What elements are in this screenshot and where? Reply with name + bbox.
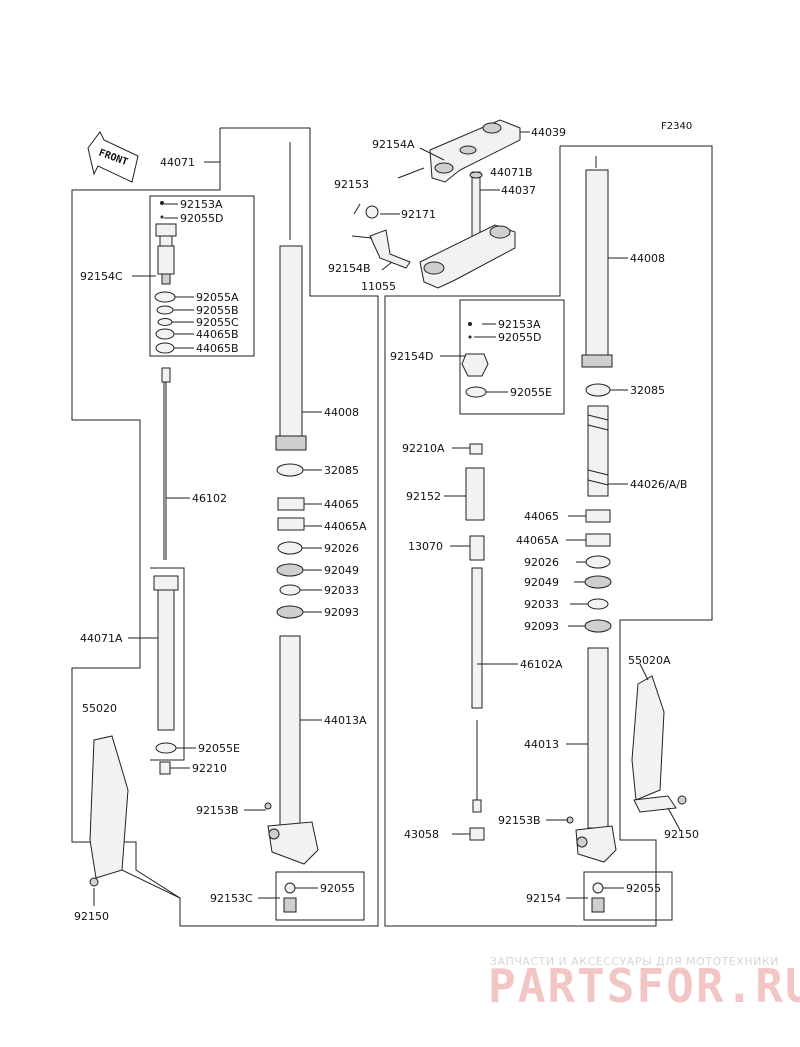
- right-fork-guard: [631, 675, 687, 813]
- label-55020a: 55020A: [628, 654, 671, 667]
- label-92153b-left: 92153B: [196, 804, 239, 817]
- label-92093-right: 92093: [524, 620, 559, 633]
- label-92150-right: 92150: [664, 828, 699, 841]
- center-rod-parts: [465, 443, 485, 841]
- upper-triple-clamp: [429, 119, 521, 183]
- label-92153: 92153: [334, 178, 369, 191]
- label-92210: 92210: [192, 762, 227, 775]
- watermark-tagline: ЗАПЧАСТИ И АКСЕССУАРЫ ДЛЯ МОТОТЕХНИКИ: [490, 955, 779, 968]
- label-92055a: 92055A: [196, 291, 239, 304]
- label-44065-right: 44065: [524, 510, 559, 523]
- left-cartridge: [153, 575, 179, 775]
- label-92093-left: 92093: [324, 606, 359, 619]
- left-fork-guard: [89, 735, 129, 887]
- label-44026-a-b: 44026/A/B: [630, 478, 687, 491]
- right-cap-bolt: [461, 322, 489, 398]
- label-92055d-right: 92055D: [498, 331, 541, 344]
- label-92026-left: 92026: [324, 542, 359, 555]
- part-labels: 44039 92154A 44071B 44037 92153 92171 92…: [74, 126, 699, 923]
- label-92055-left: 92055: [320, 882, 355, 895]
- lower-triple-clamp: [419, 224, 516, 289]
- label-92154a: 92154A: [372, 138, 415, 151]
- label-92210a: 92210A: [402, 442, 445, 455]
- watermark-brand: PARTSFOR.RU: [488, 959, 800, 1013]
- label-11055: 11055: [361, 280, 396, 293]
- bracket-11055: [351, 167, 425, 271]
- label-44039: 44039: [531, 126, 566, 139]
- label-32085-right: 32085: [630, 384, 665, 397]
- label-92055-right: 92055: [626, 882, 661, 895]
- label-44013a: 44013A: [324, 714, 367, 727]
- frame-outlines: [71, 127, 713, 927]
- label-92154c: 92154C: [80, 270, 123, 283]
- right-outer-tube: [581, 156, 613, 368]
- label-92153a-left: 92153A: [180, 198, 223, 211]
- label-92153b-right: 92153B: [498, 814, 541, 827]
- left-cap-bolt: [155, 201, 177, 285]
- label-92171: 92171: [401, 208, 436, 221]
- label-44008-right: 44008: [630, 252, 665, 265]
- leader-lines: [93, 131, 681, 906]
- label-92033-right: 92033: [524, 598, 559, 611]
- label-92153a-right: 92153A: [498, 318, 541, 331]
- label-92055c: 92055C: [196, 316, 239, 329]
- label-46102a: 46102A: [520, 658, 563, 671]
- figure-code: F2340: [661, 121, 692, 132]
- label-92033-left: 92033: [324, 584, 359, 597]
- right-seals: [584, 509, 612, 633]
- label-44065-left: 44065: [324, 498, 359, 511]
- label-92026-right: 92026: [524, 556, 559, 569]
- label-92150-left: 92150: [74, 910, 109, 923]
- left-inner-tube: [264, 635, 319, 913]
- label-92055b: 92055B: [196, 304, 239, 317]
- label-92154d: 92154D: [390, 350, 433, 363]
- label-44071a: 44071A: [80, 632, 123, 645]
- label-44008-left: 44008: [324, 406, 359, 419]
- left-outer-tube: [275, 142, 307, 451]
- label-44065b-2: 44065B: [196, 342, 239, 355]
- label-44071: 44071: [160, 156, 195, 169]
- label-44071b: 44071B: [490, 166, 533, 179]
- front-arrow-icon: FRONT: [87, 131, 139, 183]
- label-92055d-left: 92055D: [180, 212, 223, 225]
- label-43058: 43058: [404, 828, 439, 841]
- right-spring: [585, 383, 611, 497]
- label-92153c: 92153C: [210, 892, 253, 905]
- label-44013: 44013: [524, 738, 559, 751]
- label-92055e-right: 92055E: [510, 386, 552, 399]
- left-seals: [276, 463, 305, 619]
- left-damper-rod: [161, 367, 171, 560]
- label-44065a-left: 44065A: [324, 520, 367, 533]
- label-92049-right: 92049: [524, 576, 559, 589]
- label-32085-left: 32085: [324, 464, 359, 477]
- right-inner-tube: [566, 647, 617, 913]
- label-44037: 44037: [501, 184, 536, 197]
- label-92055e-left: 92055E: [198, 742, 240, 755]
- label-92049-left: 92049: [324, 564, 359, 577]
- label-92154b: 92154B: [328, 262, 371, 275]
- label-92152: 92152: [406, 490, 441, 503]
- label-44065a-right: 44065A: [516, 534, 559, 547]
- label-92154: 92154: [526, 892, 561, 905]
- label-46102: 46102: [192, 492, 227, 505]
- label-44065b-1: 44065B: [196, 328, 239, 341]
- label-55020: 55020: [82, 702, 117, 715]
- label-13070: 13070: [408, 540, 443, 553]
